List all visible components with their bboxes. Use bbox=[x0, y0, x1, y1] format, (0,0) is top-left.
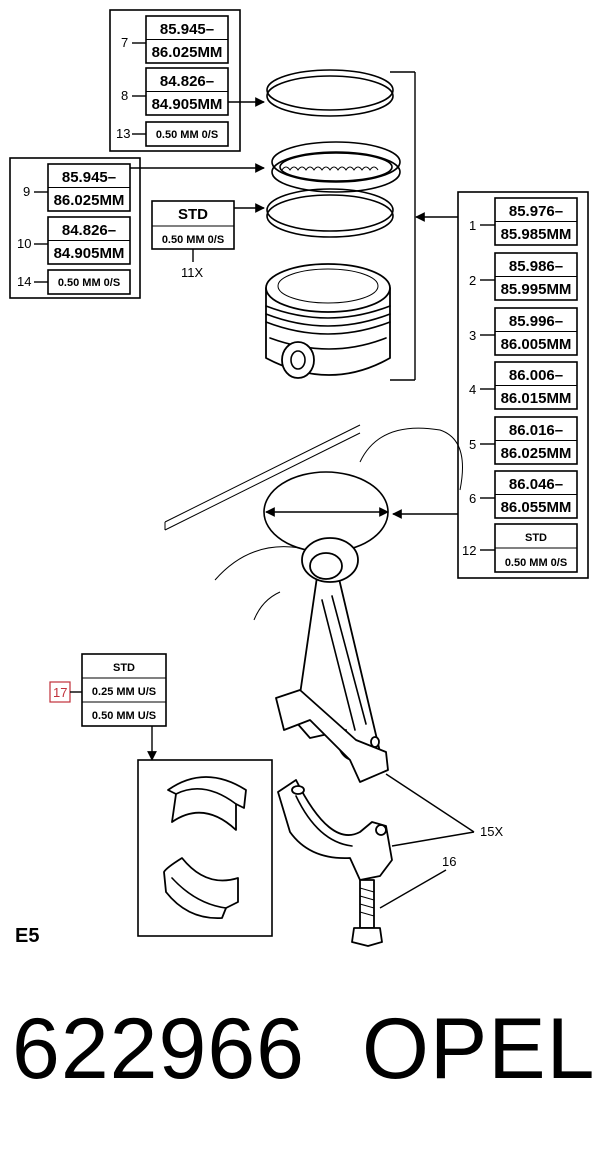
callout-7: 7 bbox=[121, 35, 128, 50]
piston-rings bbox=[266, 69, 401, 238]
spec-2-min: 85.986– bbox=[509, 258, 563, 275]
spec-12-std: STD bbox=[525, 532, 547, 544]
spec-6-min: 86.046– bbox=[509, 476, 563, 493]
std-spec-box: STD 0.50 MM 0/S 11X bbox=[151, 200, 265, 280]
connecting-rod bbox=[275, 537, 389, 783]
spec-5-max: 86.025MM bbox=[501, 445, 572, 462]
callout-12: 12 bbox=[462, 543, 476, 558]
piston bbox=[265, 263, 391, 379]
spec-2-max: 85.995MM bbox=[501, 281, 572, 298]
bearing-std: STD bbox=[113, 662, 135, 674]
spec-13-value: 0.50 MM 0/S bbox=[156, 129, 218, 141]
callout-15x: 15X bbox=[480, 824, 503, 839]
spec-7-min: 85.945– bbox=[160, 21, 214, 38]
spec-6-max: 86.055MM bbox=[501, 499, 572, 516]
callout-17: 17 bbox=[53, 685, 67, 700]
section-label: E5 bbox=[15, 925, 39, 947]
spec-1-min: 85.976– bbox=[509, 203, 563, 220]
callout-3: 3 bbox=[469, 328, 476, 343]
spec-3-max: 86.005MM bbox=[501, 336, 572, 353]
spec-8-min: 84.826– bbox=[160, 73, 214, 90]
spec-3-min: 85.996– bbox=[509, 313, 563, 330]
callout-1: 1 bbox=[469, 218, 476, 233]
bearing-spec-box: STD 0.25 MM U/S 0.50 MM U/S 17 bbox=[49, 653, 167, 761]
spec-4-min: 86.006– bbox=[509, 367, 563, 384]
spec-cell-14 bbox=[47, 269, 131, 295]
bearing-shells-box bbox=[137, 759, 273, 937]
spec-9-max: 86.025MM bbox=[54, 192, 125, 209]
spec-10-max: 84.905MM bbox=[54, 245, 125, 262]
spec-8-max: 84.905MM bbox=[152, 96, 223, 113]
bearing-us-050: 0.50 MM U/S bbox=[92, 710, 156, 722]
spec-9-min: 85.945– bbox=[62, 169, 116, 186]
callout-2: 2 bbox=[469, 273, 476, 288]
assembly-bracket bbox=[390, 71, 458, 381]
part-number: 622966 bbox=[12, 1001, 305, 1097]
ring-spec-box-left: 85.945– 86.025MM 84.826– 84.905MM 0.50 M… bbox=[9, 157, 265, 299]
spec-7-max: 86.025MM bbox=[152, 44, 223, 61]
spec-12-os: 0.50 MM 0/S bbox=[505, 557, 567, 569]
leader-lines-15-16: 15X 16 bbox=[379, 773, 503, 909]
spec-4-max: 86.015MM bbox=[501, 390, 572, 407]
rod-bolt bbox=[351, 879, 383, 947]
callout-11x: 11X bbox=[181, 265, 203, 280]
std-os-value: 0.50 MM 0/S bbox=[162, 234, 224, 246]
spec-5-min: 86.016– bbox=[509, 422, 563, 439]
bearing-us-025: 0.25 MM U/S bbox=[92, 686, 156, 698]
callout-16: 16 bbox=[442, 854, 456, 869]
callout-4: 4 bbox=[469, 382, 476, 397]
spec-14-value: 0.50 MM 0/S bbox=[58, 277, 120, 289]
callout-5: 5 bbox=[469, 437, 476, 452]
piston-spec-box: 85.976– 85.985MM 85.986– 85.995MM 85.996… bbox=[392, 191, 589, 579]
brand-name: OPEL bbox=[362, 1001, 596, 1097]
callout-8: 8 bbox=[121, 88, 128, 103]
std-label: STD bbox=[178, 206, 208, 223]
callout-6: 6 bbox=[469, 491, 476, 506]
callout-10: 10 bbox=[17, 236, 31, 251]
callout-14: 14 bbox=[17, 274, 31, 289]
spec-10-min: 84.826– bbox=[62, 222, 116, 239]
callout-9: 9 bbox=[23, 184, 30, 199]
callout-13: 13 bbox=[116, 126, 130, 141]
ring-spec-box-top: 85.945– 86.025MM 84.826– 84.905MM 0.50 M… bbox=[109, 9, 265, 152]
cylinder-block-deck bbox=[164, 424, 463, 621]
spec-1-max: 85.985MM bbox=[501, 226, 572, 243]
rod-cap bbox=[277, 779, 393, 881]
